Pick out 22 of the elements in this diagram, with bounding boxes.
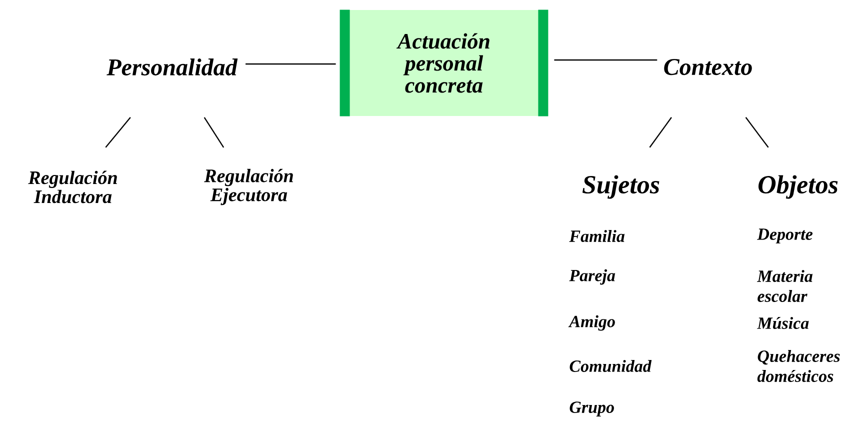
connector-line <box>745 117 769 148</box>
list-item: Música <box>756 317 809 330</box>
list-item: Quehaceres domésticos <box>757 350 840 382</box>
heading-text: Regulación Ejecutora <box>204 168 293 206</box>
heading-text: Contexto <box>664 58 752 76</box>
heading-text: Personalidad <box>106 58 238 76</box>
heading-text: Sujetos <box>582 175 660 199</box>
connector-line <box>105 117 131 148</box>
list-item: Grupo <box>570 402 614 416</box>
list-item: Deporte <box>757 228 813 244</box>
connector-line <box>246 63 336 65</box>
connector-line <box>554 59 658 61</box>
heading-text: Regulación Inductora <box>28 170 117 204</box>
list-item: Materia escolar <box>756 270 813 302</box>
heading-text: Objetos <box>758 175 838 199</box>
connector-line <box>204 117 224 148</box>
list-item: Comunidad <box>570 360 652 372</box>
list-item: Amigo <box>568 315 615 331</box>
text-box: Actuación personal concreta <box>340 10 548 116</box>
list-item: Familia <box>569 230 625 242</box>
connector-line <box>649 117 672 148</box>
list-item: Pareja <box>569 269 616 285</box>
